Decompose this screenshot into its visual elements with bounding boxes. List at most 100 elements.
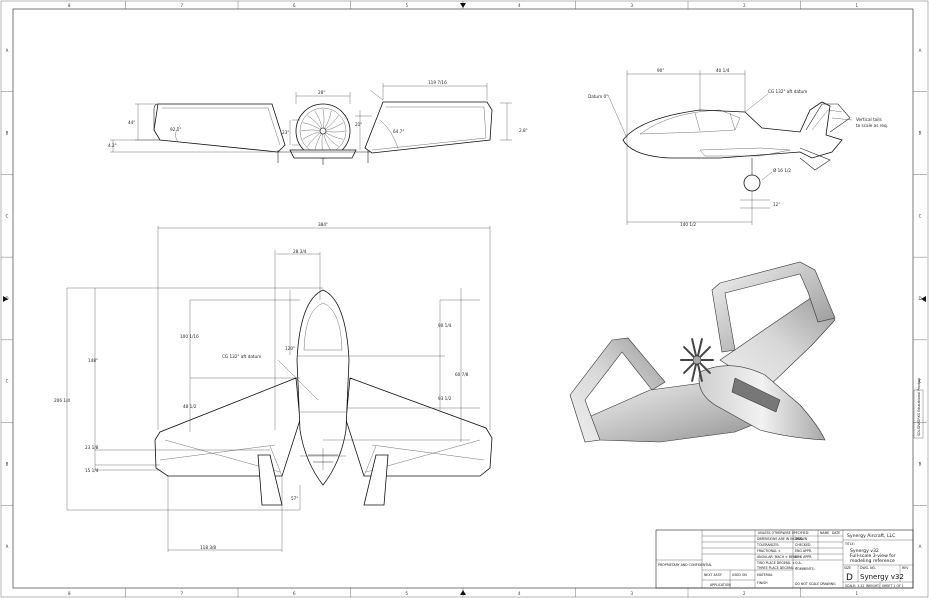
edu-stamp: SOLIDWORKS Educational Product bbox=[917, 377, 921, 436]
zone-col-top-1: 1 bbox=[855, 3, 858, 8]
tb-company: Synergy Aircraft, LLC bbox=[847, 533, 895, 539]
tb-name-col: NAME bbox=[820, 531, 829, 535]
zone-col-top-5: 5 bbox=[405, 3, 408, 8]
center-mark-top bbox=[460, 3, 466, 8]
top-right-wing bbox=[345, 377, 493, 477]
zone-row-left-6: A bbox=[6, 544, 9, 549]
top-dim-120: 120" bbox=[285, 346, 295, 351]
side-tails-label-2: to scale as req. bbox=[856, 123, 888, 128]
tb-row-1: CHECKED bbox=[795, 543, 811, 547]
iso-left-winglet bbox=[569, 337, 666, 443]
top-dim-48: 48 1/2 bbox=[183, 404, 197, 409]
dim-angle-left: 92.1° bbox=[170, 127, 181, 132]
iso-right-winglet bbox=[711, 261, 836, 353]
tb-rev-label: REV bbox=[902, 566, 909, 570]
tb-note-1: TOLERANCES: bbox=[756, 543, 779, 547]
tb-title-line-0: Synergy v32 bbox=[850, 548, 879, 554]
front-view: 28" 119 7/16 44" 92.1° 64.7° 4.2" 23" 21… bbox=[108, 80, 528, 165]
dim-wing-height: 44" bbox=[128, 120, 135, 125]
top-left-winglet bbox=[257, 454, 283, 506]
tb-sheet: SHEET 1 OF 1 bbox=[882, 584, 904, 588]
tb-note-5: THREE PLACE DECIMAL ± bbox=[756, 566, 798, 570]
top-dim-span: 384" bbox=[318, 222, 328, 227]
zone-col-bottom-8: 8 bbox=[68, 591, 71, 596]
tb-row-2: ENG APPR. bbox=[795, 549, 812, 553]
top-right-winglet bbox=[363, 454, 389, 506]
iso-canopy bbox=[731, 377, 781, 413]
top-dim-206: 206 1/4 bbox=[54, 398, 70, 403]
tb-note-0: DIMENSIONS ARE IN INCHES bbox=[757, 537, 802, 541]
top-cg-label: CG 132" aft datum bbox=[222, 354, 261, 359]
zone-col-bottom-4: 4 bbox=[518, 591, 521, 596]
tb-size-label: SIZE bbox=[844, 566, 851, 570]
zone-row-right-5: B bbox=[919, 461, 922, 466]
top-dim-100: 100 1/16 bbox=[180, 334, 199, 339]
zone-row-right-0: A bbox=[919, 48, 922, 53]
top-dim-57: 57" bbox=[291, 496, 298, 501]
top-dim-60: 60 7/8 bbox=[455, 372, 469, 377]
front-right-wing bbox=[364, 101, 493, 154]
dim-angle-right: 64.7° bbox=[393, 129, 404, 134]
tb-title-line-1: Full-scale 3-view for bbox=[850, 553, 896, 559]
zone-labels-top: 8 7 6 5 4 3 2 1 bbox=[68, 1, 858, 9]
zone-row-right-2: C bbox=[919, 213, 922, 218]
top-dim-23: 23 1/8 bbox=[85, 445, 99, 450]
top-dim-15: 15 1/4 bbox=[85, 468, 99, 473]
top-dim-118: 118 3/8 bbox=[200, 545, 216, 550]
side-vertical-tail bbox=[805, 103, 851, 133]
tb-do-not-scale: DO NOT SCALE DRAWING bbox=[795, 582, 836, 586]
title-block: UNLESS OTHERWISE SPECIFIED: NAME DATE DR… bbox=[655, 529, 914, 589]
tb-row-4: Q.A. bbox=[795, 561, 802, 565]
center-mark-bottom bbox=[460, 590, 466, 595]
zone-col-bottom-1: 1 bbox=[855, 591, 858, 596]
zone-row-left-1: B bbox=[6, 131, 9, 136]
zone-row-right-1: B bbox=[919, 131, 922, 136]
zone-col-top-8: 8 bbox=[68, 3, 71, 8]
tb-scale: SCALE: 1:22 bbox=[845, 584, 864, 588]
zone-row-right-4: C bbox=[919, 379, 922, 384]
isometric-view bbox=[569, 261, 836, 443]
top-dim-148: 148" bbox=[88, 358, 98, 363]
zone-col-top-4: 4 bbox=[518, 3, 521, 8]
dim-right: 2.8" bbox=[519, 128, 528, 133]
top-dim-28: 28 3/4 bbox=[293, 249, 307, 254]
tb-proprietary: PROPRIETARY AND CONFIDENTIAL bbox=[658, 563, 712, 567]
tb-application: APPLICATION bbox=[710, 583, 731, 587]
dim-span-top: 119 7/16 bbox=[428, 80, 447, 85]
side-cg-label: CG 132" aft datum bbox=[768, 89, 807, 94]
tb-title-label: TITLE: bbox=[844, 542, 855, 546]
tb-used-on: USED ON bbox=[732, 573, 747, 577]
side-ventral-fin bbox=[799, 147, 831, 171]
zone-col-top-3: 3 bbox=[630, 3, 633, 8]
tb-note-4: TWO PLACE DECIMAL ± bbox=[756, 561, 795, 565]
tb-dwg-no: Synergy v32 bbox=[860, 573, 904, 581]
tb-row-5: COMMENTS: bbox=[795, 567, 815, 571]
side-datum-label: Datum 0" bbox=[588, 94, 608, 99]
zone-col-top-6: 6 bbox=[293, 3, 296, 8]
side-dim-40: 40 1/4 bbox=[716, 68, 730, 73]
tb-note-2: FRACTIONAL ± bbox=[757, 549, 781, 553]
zone-col-top-2: 2 bbox=[743, 3, 746, 8]
front-fuselage-bottom bbox=[289, 149, 357, 159]
zone-row-left-4: C bbox=[6, 379, 9, 384]
tb-note-3: ANGULAR: MACH ± BEND ± bbox=[757, 555, 802, 559]
tb-row-3: MFG APPR. bbox=[795, 555, 812, 559]
zone-col-top-7: 7 bbox=[180, 3, 183, 8]
zone-row-right-3: D bbox=[918, 296, 921, 301]
tb-unless: UNLESS OTHERWISE SPECIFIED: bbox=[758, 531, 809, 535]
tb-date-col: DATE bbox=[832, 531, 840, 535]
side-dim-12: 12" bbox=[773, 202, 780, 207]
zone-col-bottom-2: 2 bbox=[743, 591, 746, 596]
dim-hub: 23" bbox=[282, 130, 289, 135]
tb-next-assy: NEXT ASSY bbox=[704, 573, 722, 577]
tb-material: MATERIAL bbox=[757, 573, 773, 577]
center-mark-left bbox=[3, 296, 8, 302]
side-dim-140: 140 1/2 bbox=[680, 222, 696, 227]
zone-row-left-0: A bbox=[6, 48, 9, 53]
side-tails-label: Vertical tails bbox=[856, 117, 882, 122]
